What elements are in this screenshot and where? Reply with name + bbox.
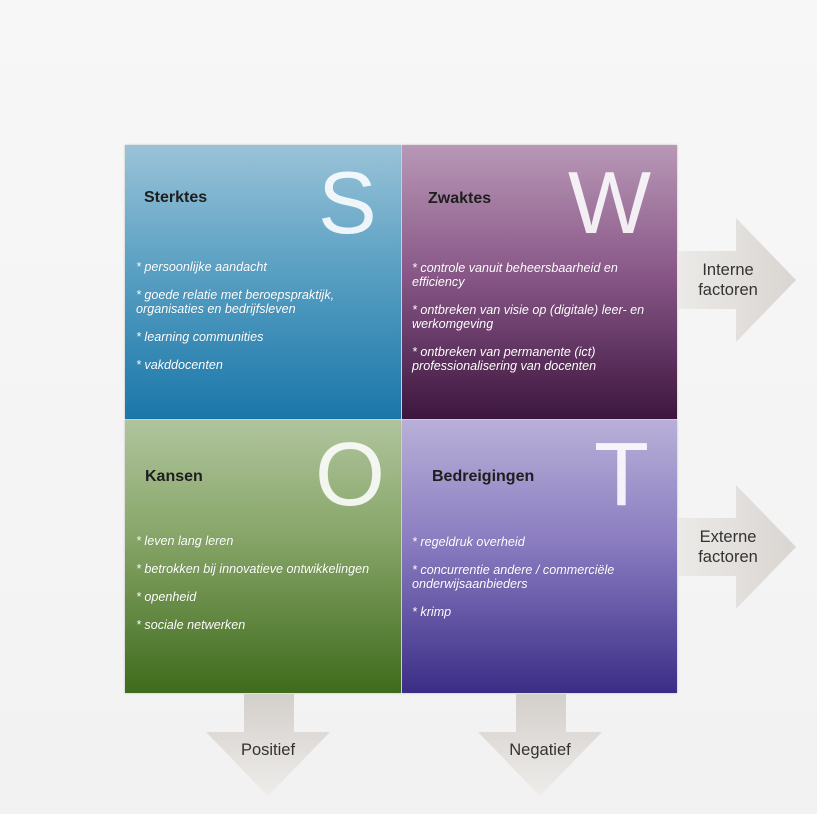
weaknesses-list: * controle vanuit beheersbaarheid en eff…: [412, 261, 671, 387]
list-item: * sociale netwerken: [136, 618, 246, 632]
list-item: * controle vanuit beheersbaarheid en eff…: [412, 261, 618, 289]
threats-quadrant: T Bedreigingen * regeldruk overheid * co…: [402, 420, 677, 693]
negative-arrow: Negatief: [478, 694, 602, 796]
down-arrow-icon: [478, 694, 602, 796]
negative-label: Negatief: [509, 741, 571, 759]
internal-factors-arrow: Interne factoren: [678, 218, 798, 342]
list-item: * concurrentie andere / commerciële onde…: [412, 563, 615, 591]
list-item: * goede relatie met beroepspraktijk, org…: [136, 288, 335, 316]
external-factors-label: Externe factoren: [698, 528, 758, 566]
opportunities-quadrant: O Kansen * leven lang leren * betrokken …: [125, 420, 401, 693]
strengths-letter: S: [318, 153, 377, 252]
opportunities-list: * leven lang leren * betrokken bij innov…: [136, 534, 395, 646]
positive-label: Positief: [240, 741, 296, 759]
list-item: * learning communities: [136, 330, 264, 344]
threats-letter: T: [594, 425, 649, 525]
opportunities-letter: O: [315, 425, 386, 525]
down-arrow-icon: [206, 694, 330, 796]
list-item: * leven lang leren: [136, 534, 234, 548]
strengths-list: * persoonlijke aandacht * goede relatie …: [136, 260, 395, 386]
list-item: * openheid: [136, 590, 197, 604]
list-item: * ontbreken van visie op (digitale) leer…: [412, 303, 645, 331]
list-item: * regeldruk overheid: [412, 535, 525, 549]
external-factors-arrow: Externe factoren: [678, 485, 798, 609]
list-item: * ontbreken van permanente (ict) profess…: [412, 345, 597, 373]
right-arrow-icon: [678, 218, 796, 342]
weaknesses-letter: W: [568, 153, 652, 252]
threats-title: Bedreigingen: [432, 468, 535, 485]
internal-factors-label: Interne factoren: [698, 261, 758, 299]
list-item: * vakddocenten: [136, 358, 223, 372]
weaknesses-title: Zwaktes: [428, 190, 492, 207]
list-item: * krimp: [412, 605, 452, 619]
strengths-quadrant: S Sterktes * persoonlijke aandacht * goe…: [125, 145, 401, 419]
list-item: * betrokken bij innovatieve ontwikkeling…: [136, 562, 370, 576]
opportunities-title: Kansen: [145, 468, 203, 485]
threats-list: * regeldruk overheid * concurrentie ande…: [412, 535, 671, 633]
positive-arrow: Positief: [206, 694, 330, 796]
strengths-title: Sterktes: [144, 189, 208, 206]
list-item: * persoonlijke aandacht: [136, 260, 267, 274]
weaknesses-quadrant: W Zwaktes * controle vanuit beheersbaarh…: [402, 145, 677, 419]
right-arrow-icon: [678, 485, 796, 609]
